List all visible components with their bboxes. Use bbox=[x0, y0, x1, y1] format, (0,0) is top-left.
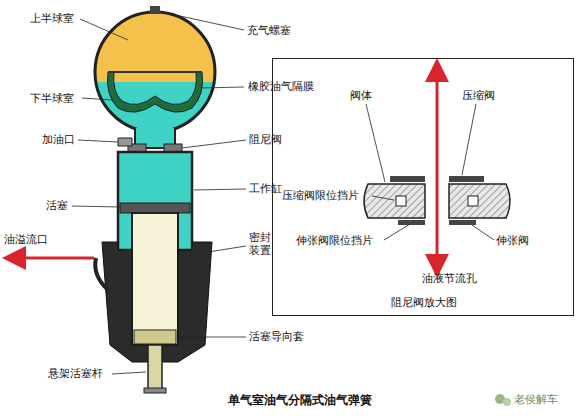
diaphragm-clamp bbox=[108, 71, 202, 73]
overflow-pipe bbox=[95, 258, 108, 290]
part-label: 密封 装置 bbox=[249, 231, 273, 257]
part-label: 活塞 bbox=[46, 199, 68, 212]
part-label: 充气螺塞 bbox=[247, 24, 291, 37]
part-label: 工作缸 bbox=[249, 182, 282, 195]
part-label: 阻尼阀 bbox=[249, 133, 282, 146]
flow-arrow bbox=[436, 70, 439, 200]
leader-lines bbox=[366, 104, 494, 240]
watermark: 老侯解车 bbox=[514, 393, 558, 406]
valve-body bbox=[364, 184, 425, 218]
upper-chamber bbox=[95, 12, 215, 82]
lower-chamber bbox=[95, 82, 215, 132]
part-label: 橡胶油气隔膜 bbox=[248, 80, 314, 93]
part-label: 伸张阀 bbox=[496, 234, 529, 247]
piston bbox=[120, 203, 190, 213]
part-label: 下半球室 bbox=[30, 92, 74, 105]
charge-plug bbox=[150, 6, 160, 14]
flow-arrow bbox=[14, 257, 94, 260]
piston-tube bbox=[132, 213, 178, 345]
part-label: 伸张阀限位挡片 bbox=[296, 234, 373, 247]
part-label: 油溢流口 bbox=[4, 233, 48, 246]
figure-caption: 单气室油气分隔式油气弹簧 bbox=[228, 392, 372, 409]
part-label: 活塞导向套 bbox=[249, 330, 304, 343]
piston-rod bbox=[148, 345, 162, 391]
orifice bbox=[468, 196, 478, 206]
rod-end bbox=[144, 388, 166, 393]
watermark-icon bbox=[503, 398, 511, 406]
guide-housing bbox=[102, 242, 212, 362]
part-label: 油液节流孔 bbox=[422, 272, 477, 285]
part-label: 加油口 bbox=[42, 133, 75, 146]
flow-arrow bbox=[436, 200, 439, 266]
leader-lines bbox=[72, 12, 246, 374]
rebound-valve bbox=[398, 220, 425, 225]
sphere-shell bbox=[95, 12, 215, 132]
part-label: 压缩阀限位挡片 bbox=[282, 189, 359, 202]
orifice bbox=[396, 196, 406, 206]
piston-guide bbox=[134, 330, 176, 344]
part-label: 悬架活塞杆 bbox=[48, 367, 103, 380]
filler-port bbox=[118, 138, 132, 146]
compression-valve bbox=[390, 176, 425, 182]
rubber-diaphragm bbox=[107, 72, 202, 112]
compression-valve bbox=[449, 176, 484, 182]
inset-caption: 阻尼阀放大图 bbox=[391, 296, 457, 309]
valve-body bbox=[449, 184, 510, 218]
part-label: 上半球室 bbox=[30, 12, 74, 25]
part-label: 压缩阀 bbox=[462, 89, 495, 102]
part-label: 阀体 bbox=[350, 89, 372, 102]
rebound-valve bbox=[449, 220, 476, 225]
